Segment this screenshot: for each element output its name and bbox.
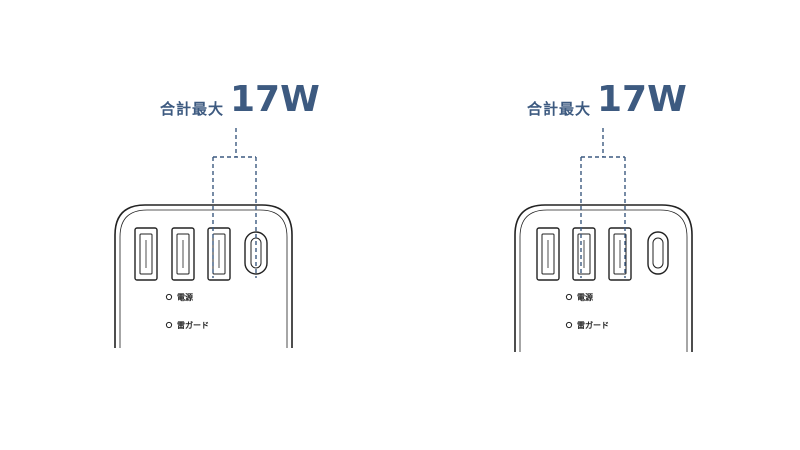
- power-strip-diagram-left: [114, 128, 293, 348]
- usb-a-port-1: [134, 227, 158, 281]
- device-inner-outline: [119, 209, 288, 348]
- usb-a-port-3: [207, 227, 231, 281]
- guard-indicator-dot: [165, 321, 173, 329]
- device-inner-outline: [519, 209, 688, 352]
- callout-value: 17W: [597, 79, 687, 120]
- panel-left: 合計最大 17W 電源 雷ガード: [114, 79, 320, 348]
- callout-label: 合計最大: [527, 100, 592, 118]
- power-label: 電源: [577, 293, 593, 302]
- power-indicator-dot: [565, 293, 573, 301]
- panel-right: 合計最大 17W 電源 雷ガード: [400, 0, 800, 450]
- device-outline: [514, 204, 693, 352]
- guard-label: 雷ガード: [177, 321, 209, 330]
- usb-a-port-3: [608, 227, 632, 281]
- power-label: 電源: [177, 293, 193, 302]
- highlight-bracket: [580, 128, 626, 278]
- usb-c-port: [244, 231, 268, 275]
- usb-c-port: [647, 231, 669, 275]
- usb-a-port-2: [572, 227, 596, 281]
- callout-value: 17W: [230, 79, 320, 120]
- usb-a-port-1: [536, 227, 560, 281]
- usb-a-port-2: [171, 227, 195, 281]
- guard-label: 雷ガード: [577, 321, 609, 330]
- device-outline: [114, 204, 293, 348]
- highlight-bracket: [212, 128, 257, 278]
- callout-label: 合計最大: [160, 100, 225, 118]
- power-indicator-dot: [165, 293, 173, 301]
- power-strip-diagram-right: [514, 128, 693, 352]
- guard-indicator-dot: [565, 321, 573, 329]
